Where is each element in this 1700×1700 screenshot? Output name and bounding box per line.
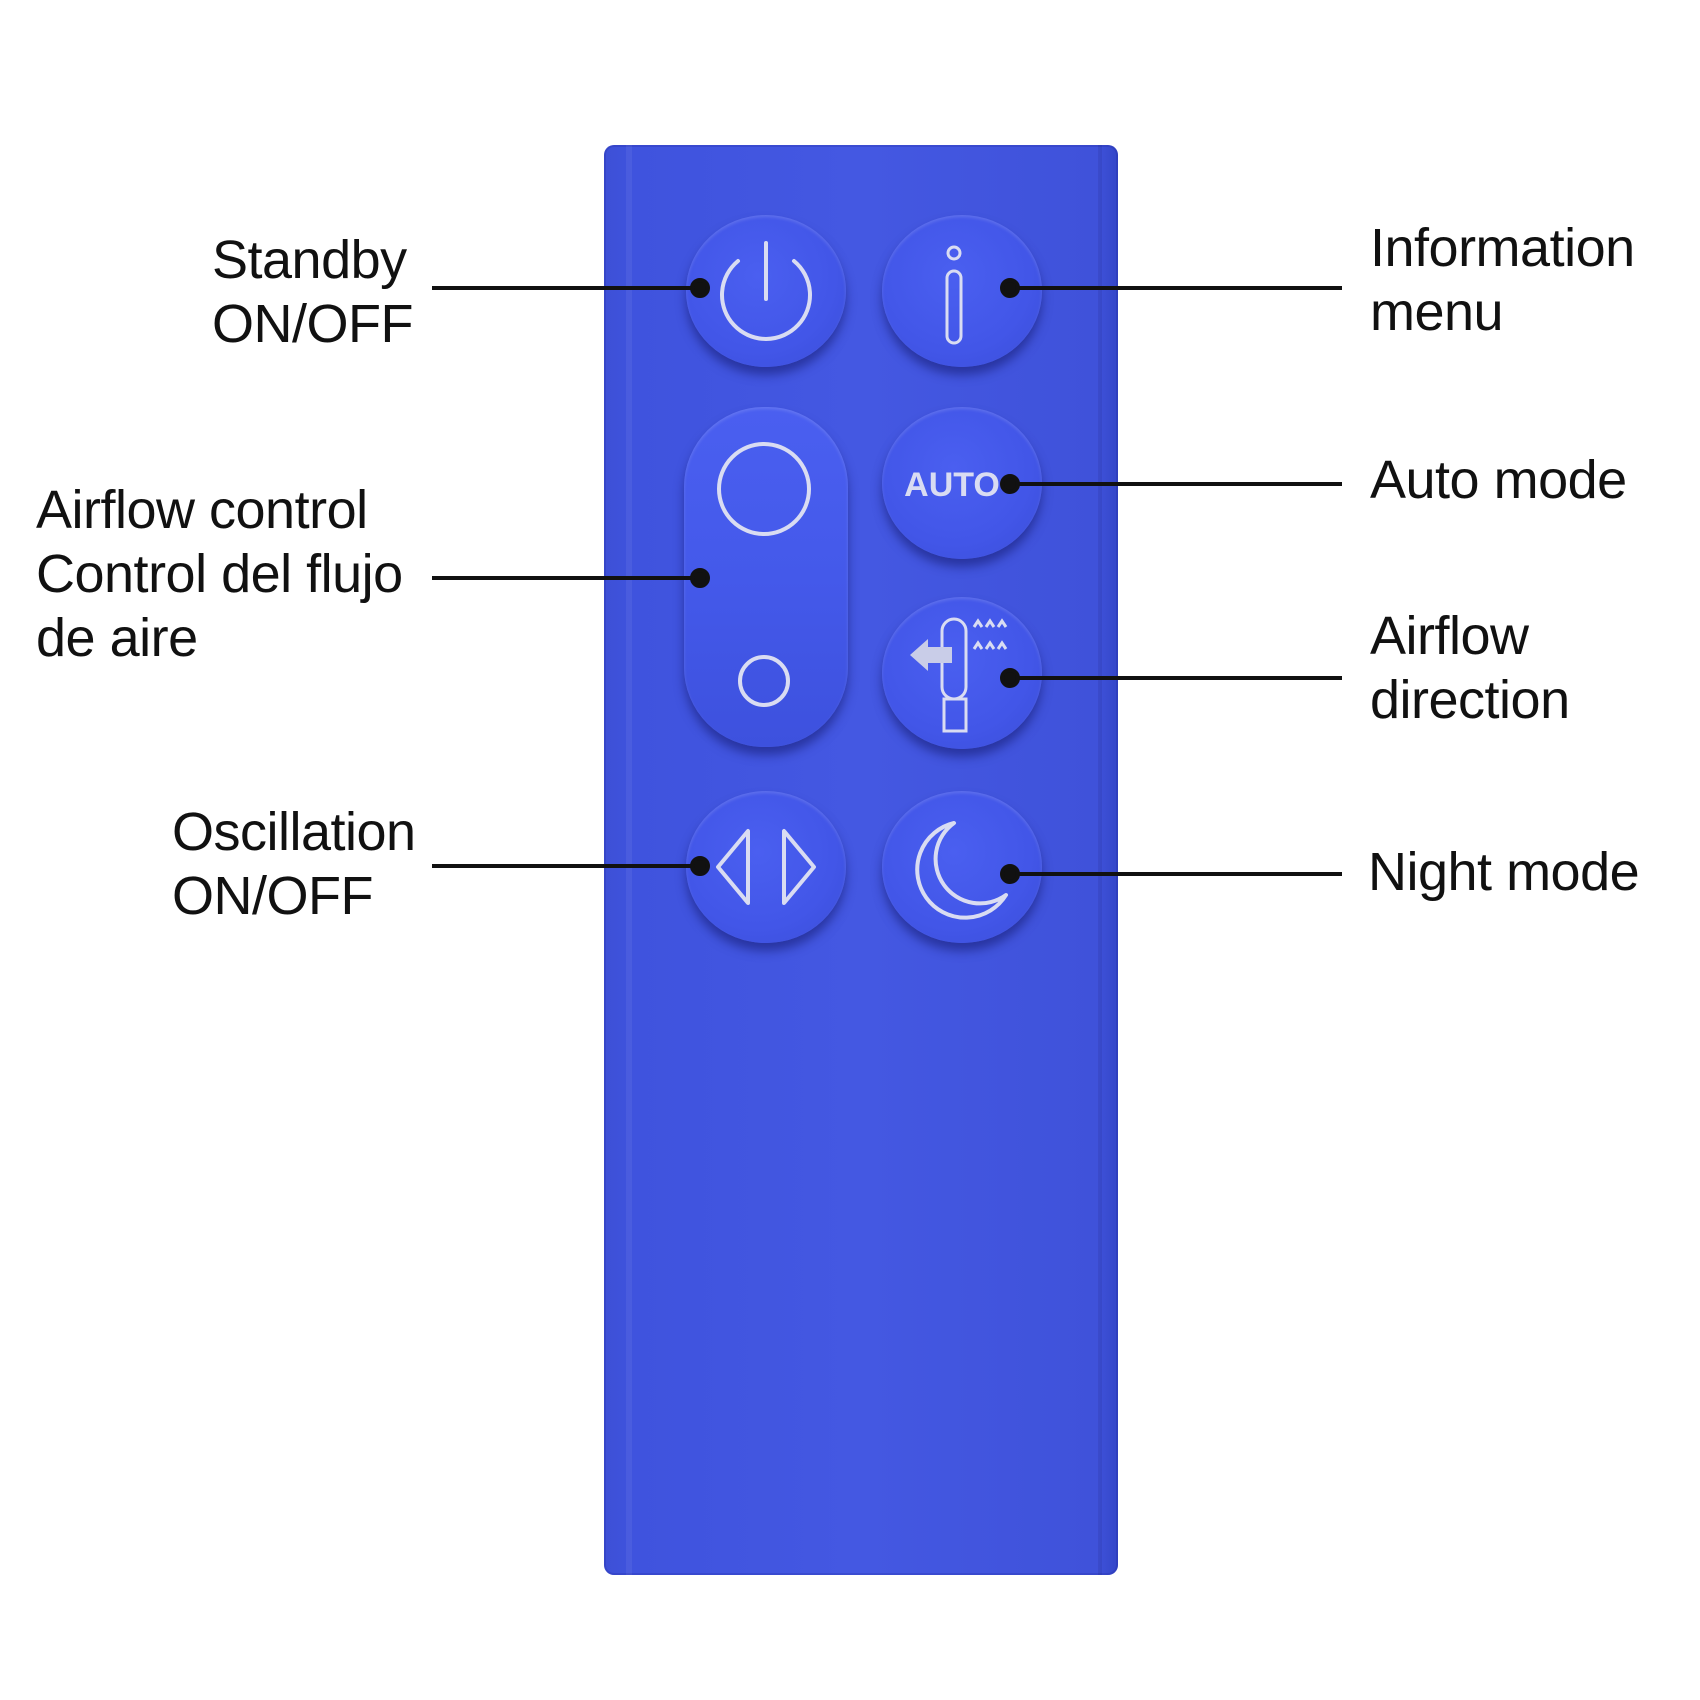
callout-night-mode: Night mode (1368, 842, 1640, 902)
oscillation-button[interactable] (686, 791, 846, 943)
auto-mode-button[interactable]: AUTO (882, 407, 1042, 559)
airflow-direction-icon (910, 617, 1008, 733)
power-icon (720, 241, 812, 341)
moon-icon (915, 821, 1008, 920)
airflow-direction-button[interactable] (882, 597, 1042, 749)
callout-information: Information menu (1370, 218, 1635, 342)
airflow-control-button[interactable] (684, 407, 848, 747)
remote-control-body: AUTO (604, 145, 1118, 1575)
auto-label: AUTO (904, 466, 1000, 504)
callout-standby: Standby ON/OFF (212, 230, 413, 354)
airflow-speed-icon (717, 442, 811, 707)
standby-button[interactable] (686, 215, 846, 367)
oscillation-icon (716, 829, 816, 905)
callout-airflow-direction: Airflow direction (1370, 606, 1570, 730)
callout-airflow-control: Airflow control Control del flujo de air… (36, 480, 403, 668)
callout-auto-mode: Auto mode (1370, 450, 1627, 510)
info-icon (945, 245, 963, 345)
night-mode-button[interactable] (882, 791, 1042, 943)
information-button[interactable] (882, 215, 1042, 367)
auto-label-holder: AUTO (904, 466, 1000, 504)
callout-oscillation: Oscillation ON/OFF (172, 802, 416, 926)
